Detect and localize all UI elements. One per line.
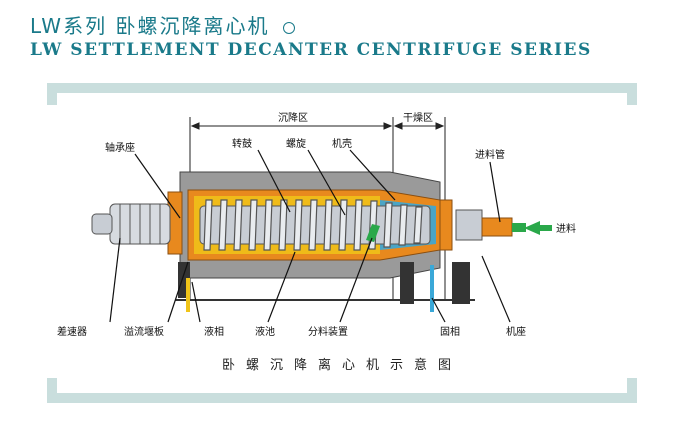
label-distributor: 分料装置 (308, 325, 348, 338)
screw-flights (203, 199, 423, 251)
bearing-right (455, 209, 483, 241)
label-differential: 差速器 (57, 325, 87, 338)
leader-lines (109, 149, 511, 323)
label-bearing-seat: 轴承座 (105, 141, 135, 154)
label-casing: 机壳 (332, 137, 352, 150)
label-feed-pipe: 进料管 (475, 148, 505, 161)
diagram-caption: 卧螺沉降离心机示意图 (221, 358, 462, 373)
label-feed: 进料 (556, 222, 576, 235)
feed-arrow-icon (512, 221, 552, 235)
bearing-seat-mid (439, 199, 453, 251)
base-right-leg (452, 262, 470, 304)
page-subtitle: LW SETTLEMENT DECANTER CENTRIFUGE SERIES (30, 40, 592, 60)
zone-drying-label: 干燥区 (403, 112, 433, 124)
label-drum: 转鼓 (232, 137, 252, 150)
page-title: LW系列 卧螺沉降离心机 (30, 10, 296, 39)
diagram-frame (47, 83, 637, 403)
zone-settling-label: 沉降区 (278, 111, 308, 124)
label-pond: 液池 (255, 325, 275, 338)
differential-gear (91, 203, 171, 245)
circle-icon (283, 21, 296, 34)
label-screw: 螺旋 (286, 137, 306, 150)
title-cn-text: LW系列 卧螺沉降离心机 (30, 14, 270, 38)
distributor-icon (366, 224, 380, 242)
drum (187, 189, 441, 261)
label-base: 机座 (506, 325, 526, 338)
label-weir: 溢流堰板 (124, 325, 164, 338)
base-middle-leg (400, 262, 414, 304)
feed-pipe-housing (481, 217, 513, 237)
label-solid-phase: 固相 (440, 325, 460, 338)
label-liquid-phase: 液相 (204, 325, 224, 338)
